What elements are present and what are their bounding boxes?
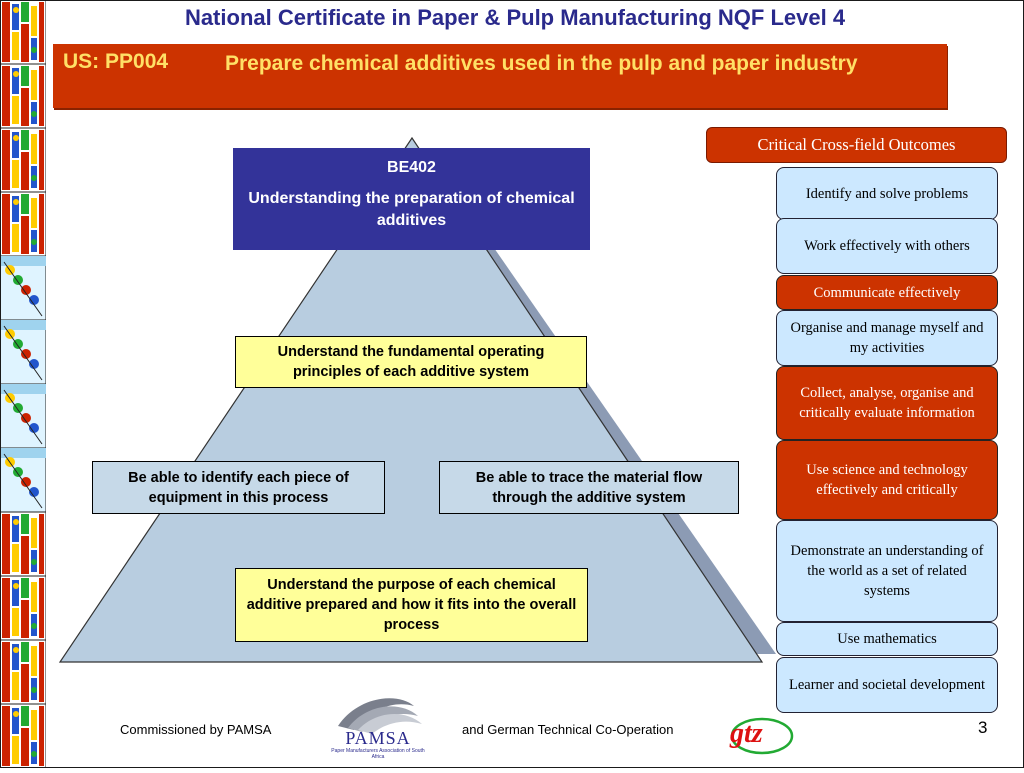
- gtz-logo-text: gtz: [730, 718, 763, 749]
- page-number: 3: [978, 718, 988, 737]
- outcome-text-identify: Be able to identify each piece of equipm…: [128, 469, 349, 506]
- decorative-border-strip: [0, 0, 47, 769]
- be-title: Understanding the preparation of chemica…: [248, 190, 575, 229]
- outcome-text-purpose: Understand the purpose of each chemical …: [246, 577, 577, 633]
- pamsa-logo: PAMSA Paper Manufacturers Association of…: [318, 690, 438, 762]
- ccfo-item-work-with-others: Work effectively with others: [776, 218, 998, 274]
- pamsa-logo-subtext: Paper Manufacturers Association of South…: [331, 748, 425, 760]
- ccfo-item-collect-analyse: Collect, analyse, organise and criticall…: [776, 366, 998, 440]
- outcome-box-identify: Be able to identify each piece of equipm…: [92, 461, 385, 514]
- ccfo-item-learner-development: Learner and societal development: [776, 657, 998, 713]
- ccfo-label: Communicate effectively: [813, 284, 961, 301]
- pyramid-shape: [58, 136, 764, 663]
- ccfo-label: Learner and societal development: [788, 677, 986, 693]
- ccfo-label: Identify and solve problems: [805, 185, 969, 202]
- ccfo-label: Organise and manage myself and my activi…: [790, 320, 984, 356]
- slide-title: National Certificate in Paper & Pulp Man…: [184, 5, 846, 30]
- outcome-box-purpose: Understand the purpose of each chemical …: [235, 568, 588, 642]
- ccfo-item-identify-solve: Identify and solve problems: [776, 167, 998, 220]
- footer-partner: and German Technical Co-Operation: [462, 722, 674, 737]
- ccfo-item-related-systems: Demonstrate an understanding of the worl…: [776, 520, 998, 622]
- outcome-text-principles: Understand the fundamental operating pri…: [277, 344, 545, 380]
- ccfo-label: Use mathematics: [837, 631, 937, 647]
- outcome-text-trace: Be able to trace the material flow throu…: [475, 469, 703, 506]
- outcome-box-trace: Be able to trace the material flow throu…: [439, 461, 739, 514]
- ccfo-item-communicate: Communicate effectively: [776, 275, 998, 310]
- be-outcome-box: BE402 Understanding the preparation of c…: [233, 148, 590, 250]
- unit-title: Prepare chemical additives used in the p…: [225, 52, 858, 75]
- ccfo-item-organise-manage: Organise and manage myself and my activi…: [776, 310, 998, 366]
- unit-code: US: PP004: [63, 50, 169, 73]
- ccfo-item-mathematics: Use mathematics: [776, 622, 998, 656]
- footer-commissioned: Commissioned by PAMSA: [120, 722, 272, 737]
- gtz-logo: gtz: [724, 716, 796, 756]
- ccfo-header: Critical Cross-field Outcomes: [706, 127, 1007, 163]
- be-code: BE402: [387, 159, 436, 176]
- ccfo-label: Use science and technology effectively a…: [806, 462, 968, 498]
- ccfo-item-science-technology: Use science and technology effectively a…: [776, 440, 998, 520]
- ccfo-label: Collect, analyse, organise and criticall…: [799, 385, 975, 421]
- outcome-box-principles: Understand the fundamental operating pri…: [235, 336, 587, 388]
- pamsa-logo-text: PAMSA: [345, 728, 411, 748]
- unit-standard-banner: US: PP004 Prepare chemical additives use…: [53, 44, 947, 108]
- ccfo-label: Demonstrate an understanding of the worl…: [790, 543, 984, 599]
- ccfo-label: Work effectively with others: [804, 238, 970, 254]
